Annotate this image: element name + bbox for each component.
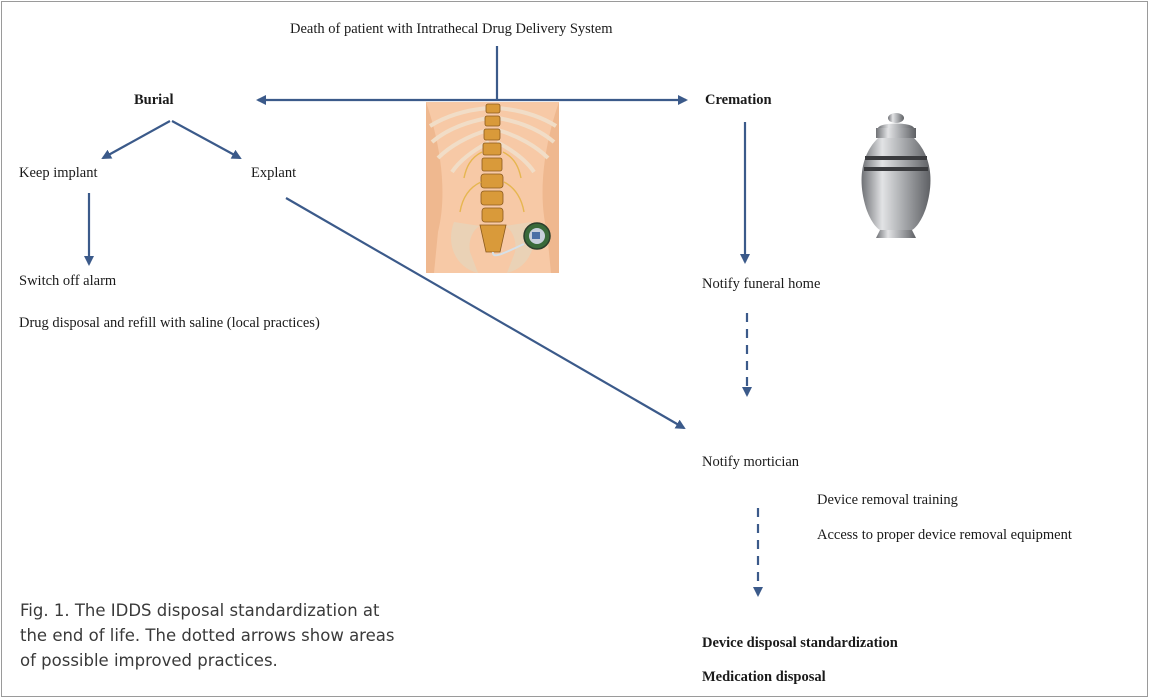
access-equipment-label: Access to proper device removal equipmen…: [817, 527, 1072, 544]
notify-mortician-label: Notify mortician: [702, 454, 799, 471]
burial-label: Burial: [134, 92, 173, 109]
arrow-to-explant: [172, 121, 240, 158]
explant-label: Explant: [251, 165, 296, 182]
notify-funeral-home-label: Notify funeral home: [702, 276, 820, 293]
figure-caption: Fig. 1. The IDDS disposal standardizatio…: [20, 598, 410, 673]
device-removal-training-label: Device removal training: [817, 492, 958, 509]
arrow-to-keep-implant: [103, 121, 170, 158]
spine-torso-illustration: [426, 102, 559, 273]
device-disposal-standardization-label: Device disposal standardization: [702, 635, 898, 652]
drug-disposal-label: Drug disposal and refill with saline (lo…: [19, 315, 320, 332]
diagram-title: Death of patient with Intrathecal Drug D…: [290, 21, 613, 38]
cremation-urn-illustration: [856, 112, 936, 242]
cremation-label: Cremation: [705, 92, 772, 109]
medication-disposal-label: Medication disposal: [702, 669, 826, 686]
switch-off-alarm-label: Switch off alarm: [19, 273, 116, 290]
keep-implant-label: Keep implant: [19, 165, 98, 182]
